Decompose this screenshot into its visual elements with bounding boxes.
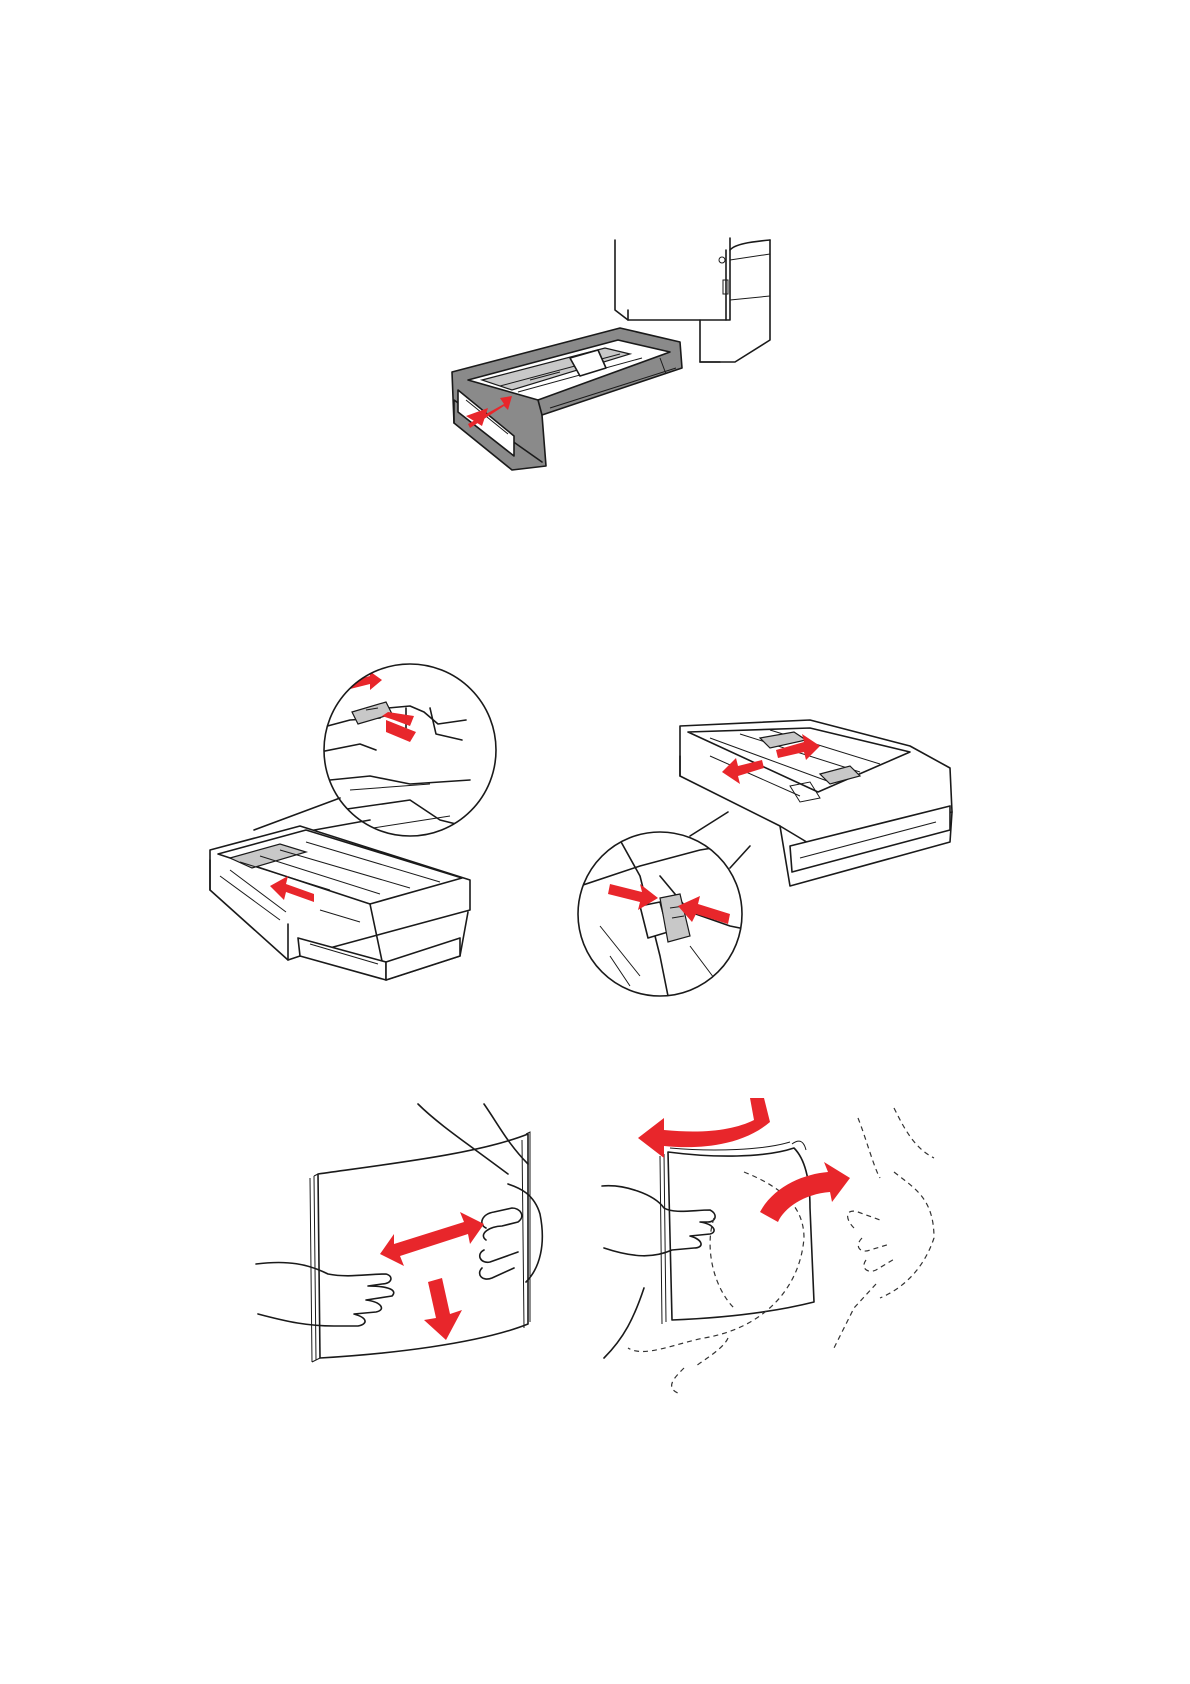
- paper-tray-icon: [210, 826, 470, 980]
- fan-paper-illustration: [604, 1098, 944, 1398]
- paper-stack-icon: [660, 1141, 814, 1324]
- width-guide-illustration: [580, 726, 960, 996]
- magnifier-inset-icon: [254, 660, 510, 840]
- paper-tray-icon: [452, 328, 682, 470]
- tray-removal-illustration: [430, 240, 770, 480]
- length-guide-illustration: [210, 680, 470, 990]
- flex-paper-illustration: [258, 1104, 558, 1394]
- magnifier-inset-icon: [570, 812, 750, 1006]
